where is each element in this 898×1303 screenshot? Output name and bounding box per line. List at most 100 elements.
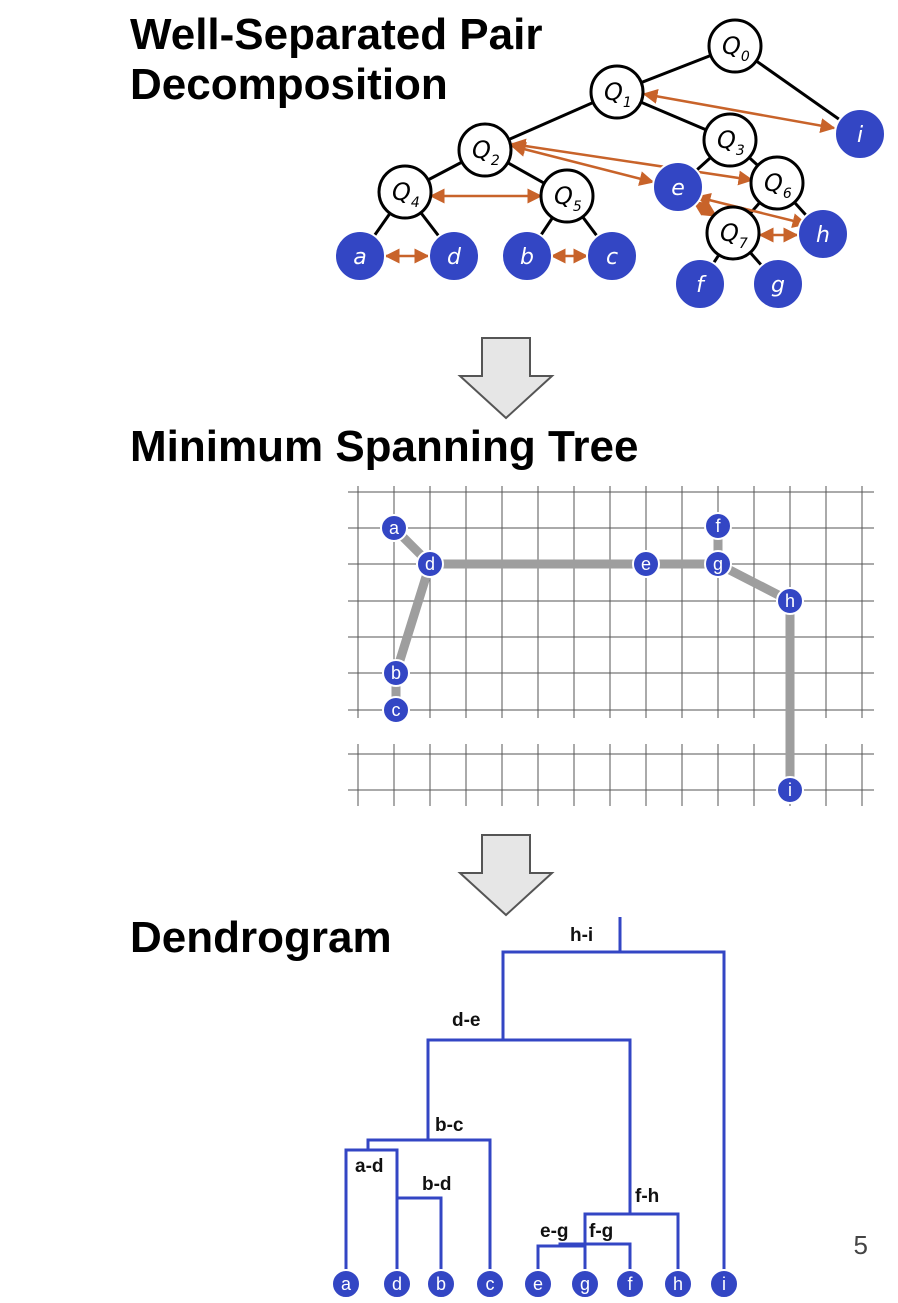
dend-leaf-e: e <box>523 1269 553 1299</box>
dend-leaf-i: i <box>709 1269 739 1299</box>
pair-arrow-q1-i <box>642 88 836 134</box>
wspd-tree: Q0 Q1 Q2 Q3 Q4 Q5 Q6 Q7 <box>334 18 886 310</box>
mst-grid <box>348 486 874 806</box>
svg-text:e: e <box>671 176 685 201</box>
mst-node-d: d <box>416 550 444 578</box>
label-f-h: f-h <box>635 1186 659 1207</box>
dend-leaf-h: h <box>663 1269 693 1299</box>
down-arrow-2 <box>457 834 555 917</box>
svg-text:Q6: Q6 <box>764 169 792 202</box>
svg-text:c: c <box>392 700 401 720</box>
label-e-g: e-g <box>540 1221 569 1242</box>
merge-f-g <box>558 1242 632 1270</box>
mst-node-b: b <box>382 659 410 687</box>
svg-text:g: g <box>580 1274 590 1294</box>
wspd-node-q7: Q7 <box>705 205 761 261</box>
dendrogram-title: Dendrogram <box>130 913 392 962</box>
label-b-c: b-c <box>435 1115 464 1136</box>
merge-h-i <box>501 950 726 1270</box>
pair-arrow-e-q7 <box>692 200 718 218</box>
merge-e-g <box>536 1244 587 1270</box>
wspd-node-q5: Q5 <box>539 168 595 224</box>
svg-text:Q3: Q3 <box>717 126 745 159</box>
svg-text:b: b <box>520 245 534 270</box>
wspd-node-q1: Q1 <box>589 64 645 120</box>
svg-text:a: a <box>353 245 366 270</box>
mst-node-f: f <box>704 512 732 540</box>
dend-leaf-c: c <box>475 1269 505 1299</box>
mst-nodes: a d b c e f g h i <box>380 512 804 804</box>
svg-text:b: b <box>391 663 401 683</box>
dend-leaf-g: g <box>570 1269 600 1299</box>
mst-node-g: g <box>704 550 732 578</box>
wspd-leaf-e: e <box>652 161 704 213</box>
wspd-leaf-f: f <box>674 258 726 310</box>
svg-text:g: g <box>771 273 785 298</box>
svg-text:g: g <box>713 554 723 574</box>
dend-leaf-f: f <box>615 1269 645 1299</box>
wspd-node-q3: Q3 <box>702 112 758 168</box>
svg-text:e: e <box>641 554 651 574</box>
svg-text:i: i <box>722 1274 726 1294</box>
label-b-d: b-d <box>422 1174 452 1195</box>
page-number: 5 <box>853 1230 868 1260</box>
svg-text:Q7: Q7 <box>720 219 748 252</box>
dendrogram-links <box>344 917 726 1270</box>
svg-text:h: h <box>673 1274 683 1294</box>
wspd-leaf-d: d <box>428 230 480 282</box>
label-f-g: f-g <box>589 1221 613 1242</box>
svg-text:d: d <box>425 554 435 574</box>
wspd-pair-arrows <box>384 88 836 264</box>
svg-text:Q2: Q2 <box>472 136 500 169</box>
label-d-e: d-e <box>452 1010 481 1031</box>
svg-text:a: a <box>341 1274 352 1294</box>
dend-leaf-b: b <box>426 1269 456 1299</box>
svg-text:f: f <box>696 273 707 298</box>
dend-leaf-a: a <box>331 1269 361 1299</box>
dendrogram-leaves: a d b c e g f h i <box>331 1269 739 1299</box>
merge-b-c <box>366 1138 492 1270</box>
pair-arrow-q2-q6 <box>510 138 754 186</box>
mst-node-a: a <box>380 514 408 542</box>
svg-text:i: i <box>788 780 792 800</box>
merge-d-e <box>426 1038 632 1214</box>
svg-text:a: a <box>389 518 400 538</box>
merge-b-d <box>395 1196 443 1270</box>
svg-text:f: f <box>627 1274 633 1294</box>
mst-node-h: h <box>776 587 804 615</box>
mst-node-e: e <box>632 550 660 578</box>
wspd-leaf-a: a <box>334 230 386 282</box>
label-h-i: h-i <box>570 925 593 946</box>
svg-text:Q5: Q5 <box>554 182 582 215</box>
mst-panel: a d b c e f g h i <box>348 486 874 806</box>
wspd-node-q2: Q2 <box>457 122 513 178</box>
svg-text:d: d <box>392 1274 402 1294</box>
mst-title: Minimum Spanning Tree <box>130 422 639 471</box>
svg-text:Q4: Q4 <box>392 178 420 211</box>
svg-text:b: b <box>436 1274 446 1294</box>
wspd-leaf-g: g <box>752 258 804 310</box>
mst-node-c: c <box>382 696 410 724</box>
wspd-leaf-b: b <box>501 230 553 282</box>
wspd-node-q4: Q4 <box>377 164 433 220</box>
svg-text:c: c <box>486 1274 495 1294</box>
svg-text:Q0: Q0 <box>722 32 750 65</box>
wspd-node-q6: Q6 <box>749 155 805 211</box>
svg-text:f: f <box>715 516 721 536</box>
merge-a-d <box>344 1148 399 1270</box>
wspd-leaf-i: i <box>834 108 886 160</box>
svg-text:e: e <box>533 1274 543 1294</box>
svg-text:Q1: Q1 <box>604 78 632 111</box>
wspd-leaf-h: h <box>797 208 849 260</box>
wspd-leaf-c: c <box>586 230 638 282</box>
svg-text:i: i <box>857 123 863 148</box>
svg-text:d: d <box>447 245 462 270</box>
wspd-node-q0: Q0 <box>707 18 763 74</box>
dend-leaf-d: d <box>382 1269 412 1299</box>
wspd-title: Well-Separated Pair Decomposition <box>130 10 543 109</box>
mst-edge-d-b <box>391 559 435 678</box>
label-a-d: a-d <box>355 1156 384 1177</box>
svg-text:c: c <box>606 245 618 270</box>
svg-text:h: h <box>785 591 795 611</box>
